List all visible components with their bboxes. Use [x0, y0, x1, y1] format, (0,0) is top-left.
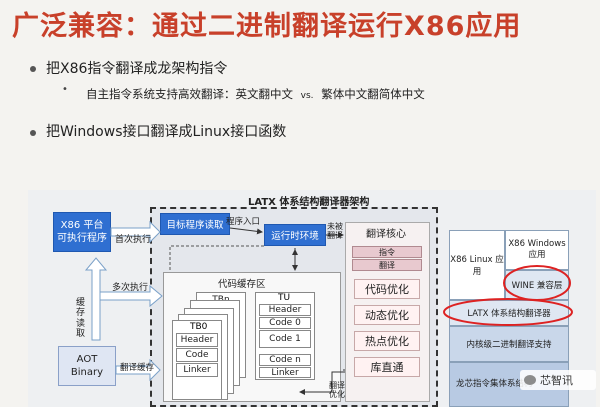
latx-highlight: [443, 298, 573, 326]
tu-code-0: Code 0: [259, 317, 311, 329]
tb0-code: Code: [176, 348, 218, 362]
sub-bullet-vs: vs.: [300, 91, 314, 101]
sub-bullet-suffix: 繁体中文翻简体中文: [321, 87, 425, 101]
bullet-dot: [30, 130, 36, 136]
wechat-icon: [524, 375, 536, 385]
core-instr: 指令: [352, 246, 422, 258]
not-translated-label: 未被 翻译: [327, 222, 343, 241]
x86-linux-app-layer: X86 Linux 应用: [449, 230, 505, 300]
prog-entry-label: 程序入口: [226, 217, 261, 227]
cache-read-label: 缓 存 读 取: [76, 298, 86, 340]
code-cache-title: 代码缓存区: [218, 279, 266, 290]
x86-app-box: X86 平台 可执行程序: [53, 212, 111, 252]
first-exec-arrow: [110, 220, 161, 244]
x86-windows-app-layer: X86 Windows 应用: [505, 230, 569, 270]
core-item-dynamic-opt: 动态优化: [354, 305, 420, 325]
tu-header: Header: [259, 304, 311, 316]
runtime-env-box: 运行时环境: [264, 224, 326, 246]
core-item-hotspot-opt: 热点优化: [354, 331, 420, 351]
core-title: 翻译核心: [366, 229, 406, 240]
cache-read-arrow: [84, 257, 108, 341]
core-translate: 翻译: [352, 259, 422, 271]
bullet-dot: [30, 66, 36, 72]
translate-cache-label: 翻译缓存: [120, 363, 155, 373]
slide-title: 广泛兼容：通过二进制翻译运行X86应用: [12, 11, 522, 42]
bullet-2: 把Windows接口翻译成Linux接口函数: [46, 124, 287, 140]
diagram-title: LATX 体系结构翻译器架构: [248, 197, 370, 208]
watermark: 芯智讯: [520, 370, 596, 390]
multi-exec-label: 多次执行: [112, 283, 149, 293]
kernel-layer: 内核级二进制翻译支持: [449, 326, 569, 362]
aot-binary-box: AOT Binary: [58, 346, 116, 386]
translate-cache-arrow: [115, 358, 161, 382]
tb0-header: Header: [176, 333, 218, 347]
bullet-1: 把X86指令翻译成龙架构指令: [46, 61, 228, 77]
tu-linker: Linker: [259, 367, 311, 378]
sub-bullet: 自主指令系统支持高效翻译：英文翻中文 vs. 繁体中文翻简体中文: [86, 86, 425, 102]
sub-bullet-prefix: 自主指令系统支持高效翻译：英文翻中文: [86, 87, 293, 101]
tu-code-n: Code n: [259, 354, 311, 366]
tb0-label: TB0: [190, 322, 208, 332]
core-item-lib-pass: 库直通: [354, 357, 420, 377]
first-exec-label: 首次执行: [115, 235, 152, 245]
sub-bullet-dot: •: [62, 84, 68, 95]
target-read-box: 目标程序读取: [160, 213, 230, 235]
tu-label: TU: [278, 293, 291, 303]
watermark-text: 芯智讯: [540, 374, 573, 387]
wine-highlight: [503, 265, 571, 301]
multi-exec-arrow: [99, 284, 163, 308]
tu-code-1: Code 1: [259, 330, 311, 348]
tb0-linker: Linker: [176, 363, 218, 377]
core-item-code-opt: 代码优化: [354, 279, 420, 299]
translate-opt-label: 翻译 优化: [329, 381, 345, 400]
